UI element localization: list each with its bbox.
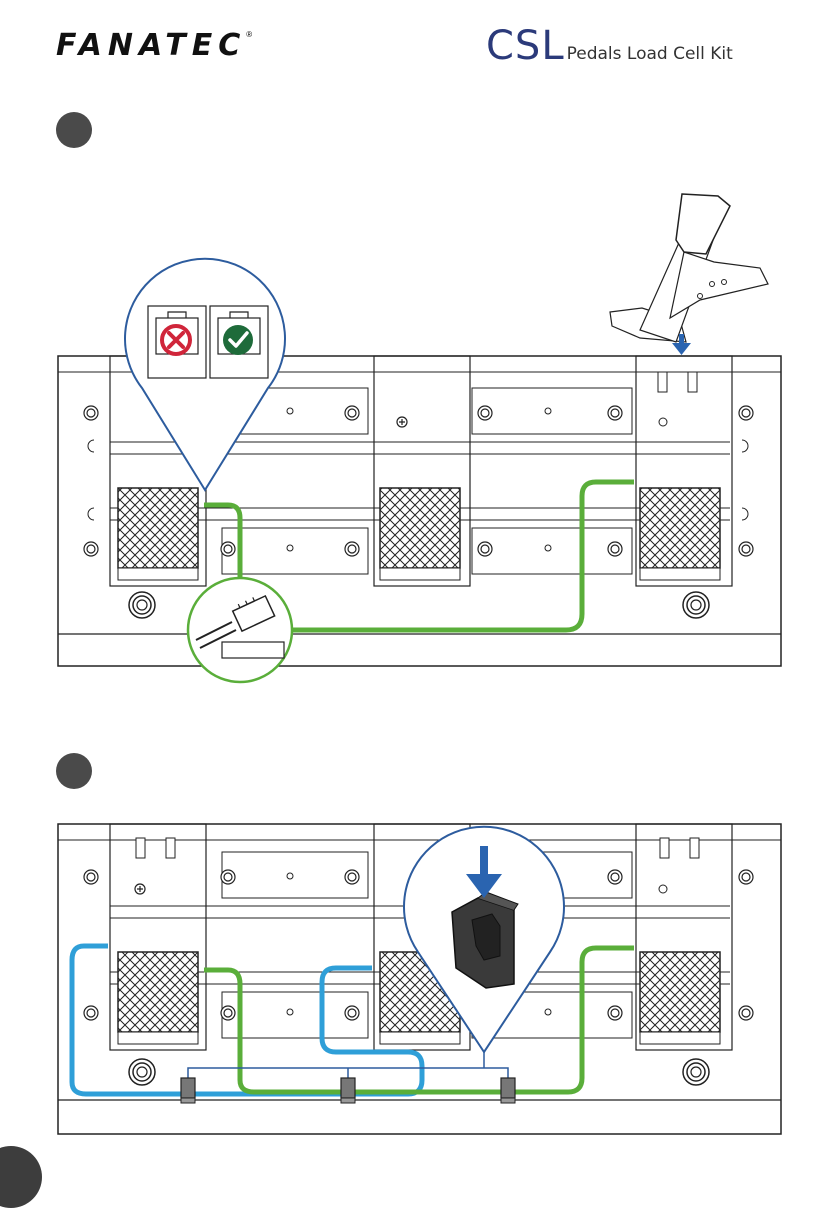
wrong-port-cross-icon [162, 326, 190, 354]
cable-clip-3 [501, 1078, 515, 1103]
cable-clip-1 [181, 1078, 195, 1103]
connector-callout [188, 578, 292, 682]
cable-clip-2 [341, 1078, 355, 1103]
correct-port-checkmark-icon [223, 325, 253, 355]
load-cell-pedal [610, 194, 768, 342]
